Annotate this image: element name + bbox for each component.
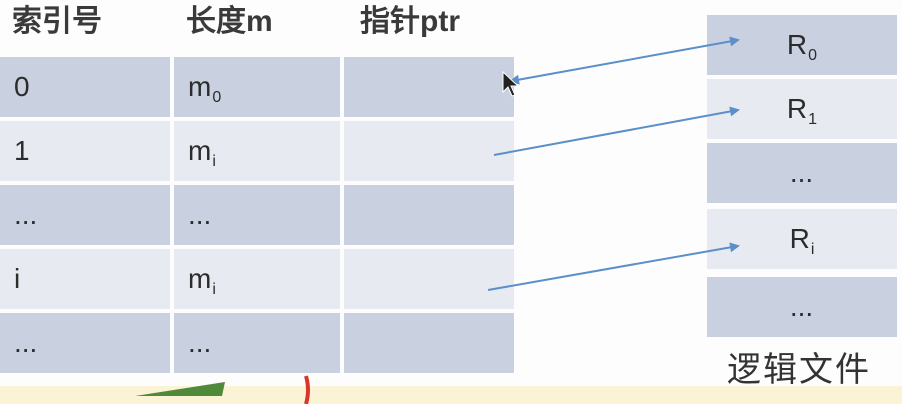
table-row-1-index: 1 xyxy=(0,121,170,181)
table-row-3-index: i xyxy=(0,249,170,309)
header-pointer: 指针ptr xyxy=(360,5,460,38)
green-wedge xyxy=(135,382,225,396)
table-row-3-ptr xyxy=(344,249,514,309)
table-row-2-index: ... xyxy=(0,185,170,245)
table-row-2-length: ... xyxy=(174,185,340,245)
pointer-arrow-1 xyxy=(493,106,740,156)
table-row-4-length: ... xyxy=(174,313,340,373)
record-ellipsis-1: ... xyxy=(707,143,897,203)
pointer-arrow-0 xyxy=(509,36,740,85)
logical-file-caption: 逻辑文件 xyxy=(727,350,871,390)
record-r0: R0 xyxy=(707,15,897,75)
record-ri: Ri xyxy=(707,209,897,269)
bottom-decoration xyxy=(135,375,310,404)
table-row-1-length: mi xyxy=(174,121,340,181)
bottom-strip xyxy=(0,386,902,404)
table-row-1-ptr xyxy=(344,121,514,181)
table-row-0-length: m0 xyxy=(174,57,340,117)
header-length: 长度m xyxy=(186,5,273,38)
red-pen-stroke xyxy=(304,375,310,404)
pointer-arrow-i xyxy=(487,242,740,291)
record-ellipsis-2: ... xyxy=(707,277,897,337)
header-index: 索引号 xyxy=(12,5,102,38)
table-row-2-ptr xyxy=(344,185,514,245)
table-row-0-index: 0 xyxy=(0,57,170,117)
table-row-0-ptr xyxy=(344,57,514,117)
table-row-3-length: mi xyxy=(174,249,340,309)
table-row-4-index: ... xyxy=(0,313,170,373)
record-r1: R1 xyxy=(707,79,897,139)
table-row-4-ptr xyxy=(344,313,514,373)
